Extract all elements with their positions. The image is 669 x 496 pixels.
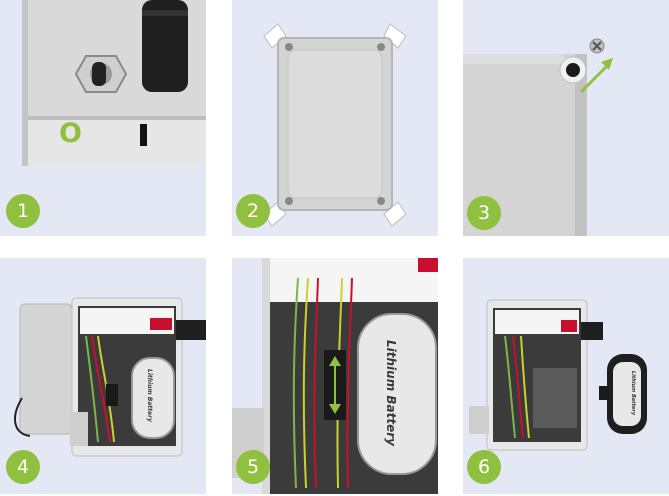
on-mark	[140, 124, 147, 146]
lid-corner-edge	[575, 54, 587, 236]
wire-red	[346, 277, 353, 489]
toggle-switch	[469, 406, 489, 434]
wire-green	[504, 335, 516, 439]
step-3-panel: 3	[463, 0, 669, 236]
arrow-down-icon	[329, 404, 341, 414]
arrow-up-icon	[329, 356, 341, 366]
step-number-2: 2	[236, 194, 270, 228]
wire-yellow	[302, 277, 309, 489]
battery-label: Lithium Battery	[146, 369, 153, 422]
mount-tab-tr	[383, 23, 407, 49]
wire-yellow	[520, 335, 530, 439]
housing-edge	[22, 116, 206, 120]
step-6-illustration	[469, 299, 647, 451]
housing-left	[22, 0, 28, 166]
screw-icon	[285, 197, 293, 205]
wire-red	[512, 335, 524, 439]
battery	[357, 313, 437, 475]
step-1-panel: O 1	[0, 0, 206, 236]
screw-hole-inner	[566, 63, 580, 77]
mount-tab-br	[383, 201, 407, 227]
step-number-5: 5	[236, 450, 270, 484]
step-number-3: 3	[467, 196, 501, 230]
circuit-board	[270, 258, 438, 302]
wire-green	[85, 335, 99, 443]
cable-gland-ring	[142, 10, 188, 16]
step-4-panel: Lithium Battery 4	[0, 258, 206, 494]
off-label: O	[59, 118, 82, 149]
battery-label: Lithium Battery	[383, 340, 398, 446]
open-lid	[19, 303, 73, 435]
housing-front	[22, 120, 206, 166]
terminal-block	[561, 320, 577, 332]
toggle-switch	[70, 412, 88, 446]
step-2-illustration	[263, 23, 407, 227]
battery-label: Lithium Battery	[630, 370, 637, 416]
removed-battery-face	[613, 362, 641, 426]
screw-icon	[285, 43, 293, 51]
wire-red	[313, 277, 319, 489]
step-number-4: 4	[6, 450, 40, 484]
cable-gland	[142, 0, 188, 92]
battery-plug	[599, 386, 609, 400]
step-1-illustration	[22, 0, 206, 166]
battery	[131, 357, 175, 439]
screw-icon	[377, 43, 385, 51]
step-6-panel: Lithium Battery 6	[463, 258, 669, 494]
cable-gland	[581, 322, 603, 340]
terminal-block	[418, 258, 438, 272]
enclosure-wall	[262, 258, 270, 494]
step-2-panel: 2	[232, 0, 438, 236]
arrow-head-icon	[601, 58, 613, 70]
cable-gland	[176, 320, 206, 340]
step-number-1: 1	[6, 194, 40, 228]
step-4-illustration	[14, 297, 206, 457]
battery-slot	[533, 368, 577, 428]
arrow-icon	[579, 62, 611, 94]
toggle-lever	[92, 62, 106, 86]
enclosure-lid-inner	[287, 49, 383, 199]
mount-tab-tl	[263, 23, 287, 49]
step-number-6: 6	[467, 450, 501, 484]
lid-corner-top	[463, 54, 577, 64]
connector	[106, 384, 118, 406]
wire-green	[292, 277, 299, 489]
wire-red	[91, 335, 111, 443]
lid-cable	[14, 397, 31, 437]
step-5-panel: Lithium Battery 5	[232, 258, 438, 494]
screw-icon	[377, 197, 385, 205]
screw-slot	[592, 41, 602, 51]
terminal-block	[150, 318, 172, 330]
